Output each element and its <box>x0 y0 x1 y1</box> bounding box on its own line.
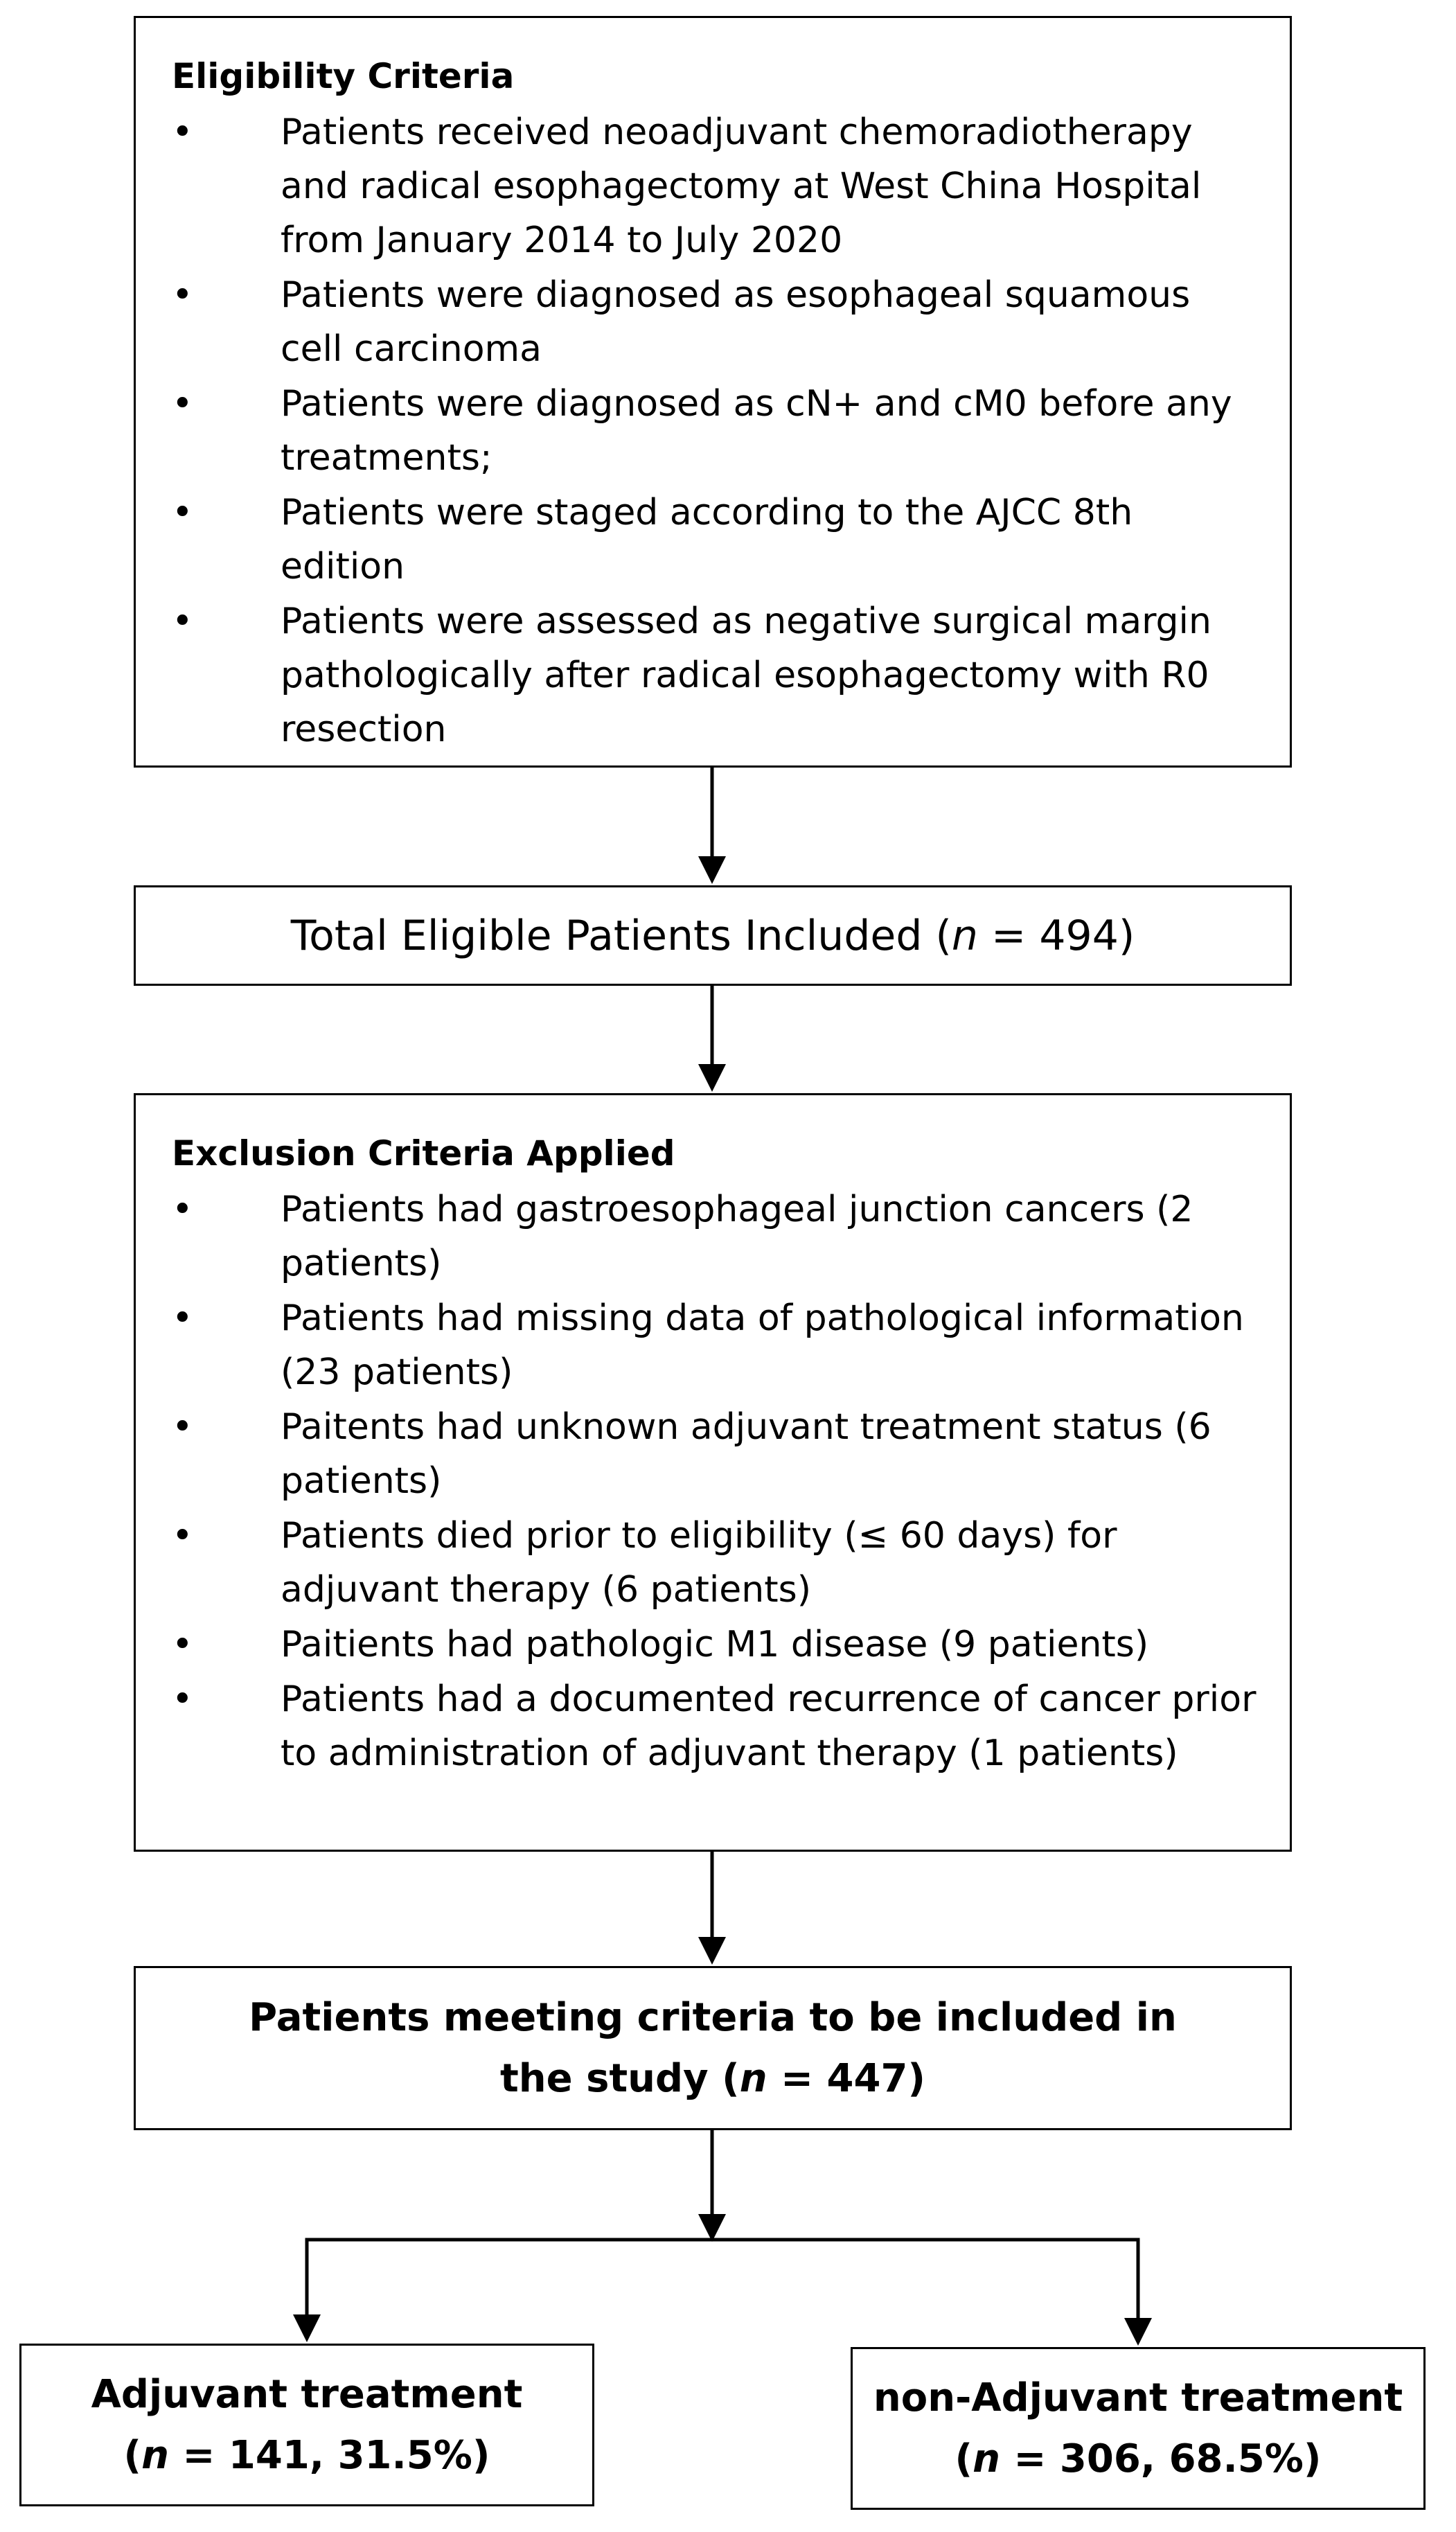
included-patients-box: Patients meeting criteria to be included… <box>134 1966 1292 2130</box>
list-item: • Patients were staged according to the A… <box>172 486 1262 594</box>
criterion-text: Patients were assessed as negative surgi… <box>281 601 1211 750</box>
total-eligible-box: Total Eligible Patients Included (n = 49… <box>134 885 1292 986</box>
bullet-icon: • <box>172 1189 193 1230</box>
included-patients-label: Patients meeting criteria to be included… <box>249 1994 1177 2101</box>
adjuvant-treatment-box: Adjuvant treatment (n = 141, 31.5%) <box>19 2344 594 2506</box>
list-item: • Patients received neoadjuvant chemoradi… <box>172 105 1262 267</box>
eligibility-heading: Eligibility Criteria <box>172 56 515 96</box>
criterion-text: Patients died prior to eligibility (≤ 60… <box>281 1515 1117 1611</box>
arrowhead-split <box>698 2214 726 2242</box>
non-adjuvant-count: (n = 306, 68.5%) <box>955 2436 1322 2481</box>
criterion-text: Paitients had pathologic M1 disease (9 p… <box>281 1624 1149 1665</box>
arrowhead-adjuvant <box>293 2314 321 2342</box>
bullet-icon: • <box>172 1679 193 1720</box>
bullet-icon: • <box>172 274 193 316</box>
criterion-text: Patients had gastroesophageal junction c… <box>281 1189 1193 1284</box>
bullet-icon: • <box>172 383 193 425</box>
arrowhead-exclusion <box>698 1064 726 1092</box>
adjuvant-label: Adjuvant treatment <box>91 2371 523 2417</box>
exclusion-criteria-box: Exclusion Criteria Applied • Patients had… <box>134 1093 1292 1852</box>
exclusion-heading: Exclusion Criteria Applied <box>172 1133 675 1174</box>
arrowhead-total <box>698 856 726 884</box>
list-item: • Patients died prior to eligibility (≤ 6… <box>172 1509 1262 1617</box>
bullet-icon: • <box>172 1406 193 1448</box>
adjuvant-count: (n = 141, 31.5%) <box>123 2432 490 2478</box>
list-item: • Paitients had pathologic M1 disease (9 … <box>172 1618 1262 1672</box>
bullet-icon: • <box>172 601 193 642</box>
list-item: • Patients were assessed as negative surg… <box>172 594 1262 756</box>
bullet-icon: • <box>172 1624 193 1665</box>
criterion-text: Patients received neoadjuvant chemoradio… <box>281 112 1202 261</box>
criterion-text: Paitents had unknown adjuvant treatment … <box>281 1406 1211 1502</box>
eligibility-criteria-box: Eligibility Criteria • Patients received … <box>134 16 1292 768</box>
list-item: • Paitents had unknown adjuvant treatment… <box>172 1400 1262 1508</box>
exclusion-list: • Patients had gastroesophageal junction … <box>172 1183 1262 1780</box>
criterion-text: Patients were staged according to the AJ… <box>281 492 1133 587</box>
criterion-text: Patients had missing data of pathologica… <box>281 1298 1244 1393</box>
criterion-text: Patients were diagnosed as cN+ and cM0 b… <box>281 383 1232 479</box>
non-adjuvant-label: non-Adjuvant treatment <box>873 2375 1403 2420</box>
list-item: • Patients had missing data of pathologic… <box>172 1291 1262 1399</box>
arrowhead-included <box>698 1937 726 1965</box>
eligibility-list: • Patients received neoadjuvant chemoradi… <box>172 105 1262 756</box>
list-item: • Patients were diagnosed as cN+ and cM0 … <box>172 377 1262 485</box>
non-adjuvant-treatment-box: non-Adjuvant treatment (n = 306, 68.5%) <box>851 2347 1426 2510</box>
split-connector <box>305 2238 1140 2250</box>
list-item: • Patients were diagnosed as esophageal s… <box>172 268 1262 376</box>
bullet-icon: • <box>172 492 193 533</box>
bullet-icon: • <box>172 1298 193 1339</box>
list-item: • Patients had a documented recurrence of… <box>172 1672 1262 1780</box>
total-eligible-label: Total Eligible Patients Included (n = 49… <box>290 911 1135 960</box>
list-item: • Patients had gastroesophageal junction … <box>172 1183 1262 1291</box>
bullet-icon: • <box>172 1515 193 1557</box>
bullet-icon: • <box>172 112 193 153</box>
criterion-text: Patients had a documented recurrence of … <box>281 1679 1257 1774</box>
criterion-text: Patients were diagnosed as esophageal sq… <box>281 274 1191 370</box>
arrowhead-non-adjuvant <box>1124 2318 1152 2346</box>
